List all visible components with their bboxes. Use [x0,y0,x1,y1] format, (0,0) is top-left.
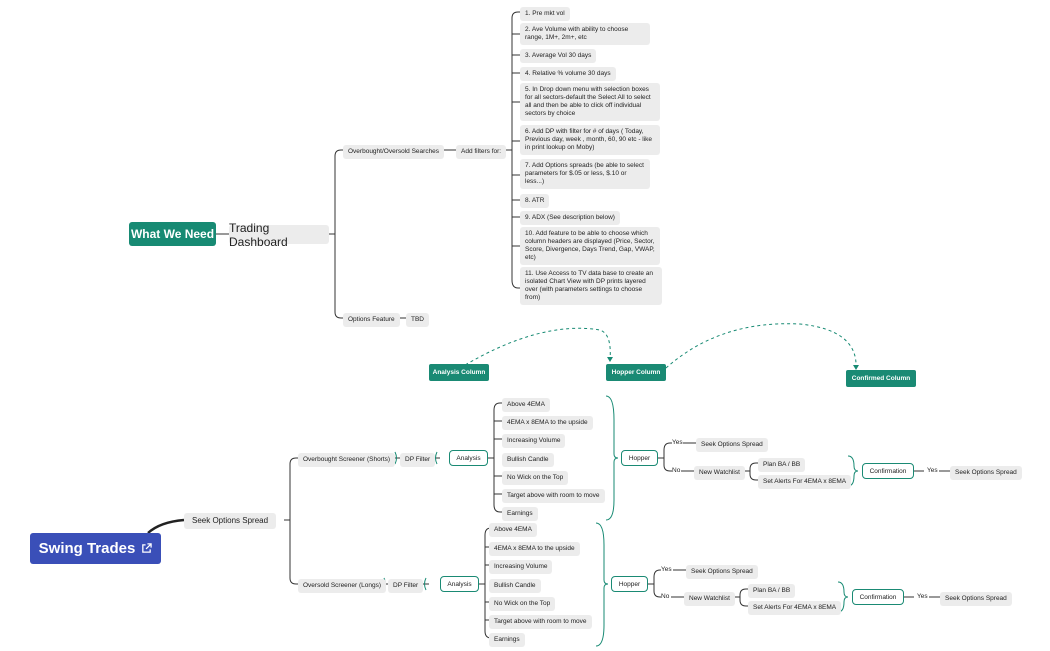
analysis-column-header[interactable]: Analysis Column [429,364,489,381]
external-link-icon[interactable] [141,543,153,554]
add-filters-node[interactable]: Add filters for: [456,145,507,159]
seek-options-spread-node[interactable]: Seek Options Spread [940,592,1012,606]
alerts-node[interactable]: Set Alerts For 4EMA x 8EMA [748,601,842,615]
filter-item[interactable]: 3. Average Vol 30 days [520,49,597,63]
criteria-item[interactable]: Earnings [502,507,538,521]
criteria-item[interactable]: Target above with room to move [502,489,605,503]
confirmation-node[interactable]: Confirmation [862,463,914,479]
confirmation-yes-label: Yes [917,593,928,600]
criteria-item[interactable]: 4EMA x 8EMA to the upside [489,542,580,556]
confirmed-column-header[interactable]: Confirmed Column [846,370,916,387]
seek-options-spread-node[interactable]: Seek Options Spread [950,466,1022,480]
criteria-item[interactable]: No Wick on the Top [502,471,569,485]
analysis-node[interactable]: Analysis [440,576,479,592]
confirmation-yes-label: Yes [927,467,938,474]
criteria-item[interactable]: Bullish Candle [502,453,554,467]
oversold-screener-node[interactable]: Oversold Screener (Longs) [298,579,387,593]
seek-options-spread-node[interactable]: Seek Options Spread [184,513,277,529]
plan-node[interactable]: Plan BA / BB [748,584,796,598]
hopper-node[interactable]: Hopper [621,450,658,466]
root-what-we-need[interactable]: What We Need [129,222,216,246]
filter-item[interactable]: 8. ATR [520,194,550,208]
swing-trades-label: Swing Trades [38,540,136,557]
dp-filter-node[interactable]: DP Filter [400,453,436,467]
criteria-item[interactable]: Increasing Volume [502,434,566,448]
hopper-column-header[interactable]: Hopper Column [606,364,666,381]
dp-filter-node[interactable]: DP Filter [388,579,424,593]
filter-item[interactable]: 5. In Drop down menu with selection boxe… [520,83,660,121]
criteria-item[interactable]: Bullish Candle [489,579,541,593]
filter-item[interactable]: 1. Pre mkt vol [520,7,570,21]
trading-dashboard-node[interactable]: Trading Dashboard [229,221,329,249]
new-watchlist-node[interactable]: New Watchlist [684,592,735,606]
seek-options-spread-node[interactable]: Seek Options Spread [696,438,768,452]
filter-item[interactable]: 11. Use Access to TV data base to create… [520,267,662,305]
filter-item[interactable]: 10. Add feature to be able to choose whi… [520,227,660,265]
swing-trades-root[interactable]: Swing Trades [30,533,161,564]
analysis-node[interactable]: Analysis [449,450,488,466]
filter-item[interactable]: 2. Ave Volume with ability to choose ran… [520,23,650,45]
filter-item[interactable]: 6. Add DP with filter for # of days ( To… [520,125,660,155]
new-watchlist-node[interactable]: New Watchlist [694,466,745,480]
overbought-screener-node[interactable]: Overbought Screener (Shorts) [298,453,396,467]
plan-node[interactable]: Plan BA / BB [758,458,806,472]
options-feature-node[interactable]: Options Feature [343,313,400,327]
criteria-item[interactable]: Target above with room to move [489,615,592,629]
filter-item[interactable]: 9. ADX (See description below) [520,211,620,225]
filter-item[interactable]: 7. Add Options spreads (be able to selec… [520,159,650,189]
yes-label: Yes [661,566,672,573]
criteria-item[interactable]: 4EMA x 8EMA to the upside [502,416,593,430]
criteria-item[interactable]: No Wick on the Top [489,597,556,611]
tbd-node[interactable]: TBD [406,313,429,327]
filter-item[interactable]: 4. Relative % volume 30 days [520,67,616,81]
overbought-oversold-searches-node[interactable]: Overbought/Oversold Searches [343,145,445,159]
hopper-node[interactable]: Hopper [611,576,648,592]
seek-options-spread-node[interactable]: Seek Options Spread [686,565,758,579]
yes-label: Yes [672,439,683,446]
criteria-item[interactable]: Increasing Volume [489,560,553,574]
criteria-item[interactable]: Above 4EMA [502,398,550,412]
alerts-node[interactable]: Set Alerts For 4EMA x 8EMA [758,475,852,489]
criteria-item[interactable]: Earnings [489,633,525,647]
criteria-item[interactable]: Above 4EMA [489,523,537,537]
no-label: No [672,467,681,474]
confirmation-node[interactable]: Confirmation [852,589,904,605]
no-label: No [661,593,670,600]
